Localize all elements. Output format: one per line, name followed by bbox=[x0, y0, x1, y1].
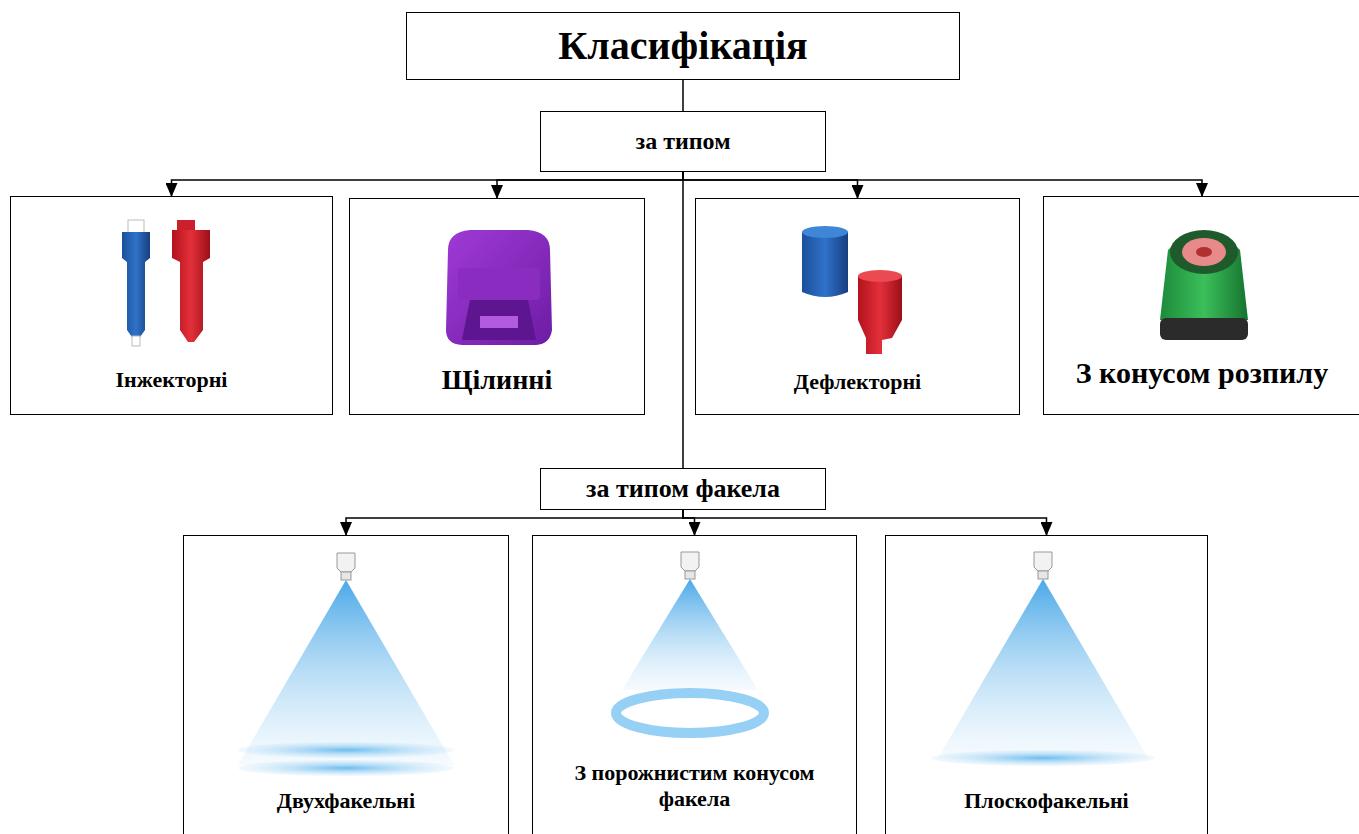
connector bbox=[346, 510, 683, 535]
connector bbox=[683, 510, 1047, 535]
connector bbox=[683, 172, 1202, 196]
nozzle-type-box: Щілинні bbox=[349, 198, 645, 415]
node-label: З конусом розпилу bbox=[1076, 356, 1328, 391]
hollow-cone-spray-picture bbox=[616, 552, 764, 733]
spray-type-box: Плоскофакельні bbox=[885, 535, 1208, 834]
category-box: за типом факела bbox=[540, 468, 826, 510]
injector-nozzle-picture bbox=[122, 220, 210, 346]
nozzle-type-box: Дефлекторні bbox=[695, 198, 1020, 415]
category-box: за типом bbox=[540, 111, 826, 172]
connector bbox=[172, 172, 684, 196]
title-box: Класифікація bbox=[406, 12, 960, 80]
node-label: за типом факела bbox=[586, 474, 780, 504]
nozzle-type-box: Інжекторні bbox=[10, 196, 333, 415]
node-label: Дефлекторні bbox=[794, 369, 921, 394]
flat-fan-spray-picture bbox=[931, 552, 1155, 766]
node-label: за типом bbox=[636, 128, 731, 156]
node-label: Двухфакельні bbox=[277, 788, 415, 813]
node-label: Плоскофакельні bbox=[964, 788, 1128, 813]
connector bbox=[682, 172, 684, 468]
slot-nozzle-picture bbox=[446, 230, 552, 345]
node-label: Щілинні bbox=[442, 364, 552, 396]
connector bbox=[497, 172, 683, 198]
spray-type-box: З порожнистим конусом факела bbox=[532, 535, 857, 834]
nozzle-type-box: З конусом розпилу bbox=[1043, 196, 1359, 415]
connector bbox=[683, 510, 695, 535]
deflector-nozzle-picture bbox=[802, 226, 902, 354]
spray-type-box: Двухфакельні bbox=[183, 535, 509, 834]
connector bbox=[683, 172, 858, 198]
double-fan-spray-picture bbox=[238, 553, 454, 776]
connector bbox=[682, 80, 684, 111]
node-label: З порожнистим конусом факела bbox=[544, 760, 845, 811]
node-label: Класифікація bbox=[558, 23, 807, 69]
cone-nozzle-picture bbox=[1160, 230, 1248, 340]
node-label: Інжекторні bbox=[116, 367, 228, 392]
